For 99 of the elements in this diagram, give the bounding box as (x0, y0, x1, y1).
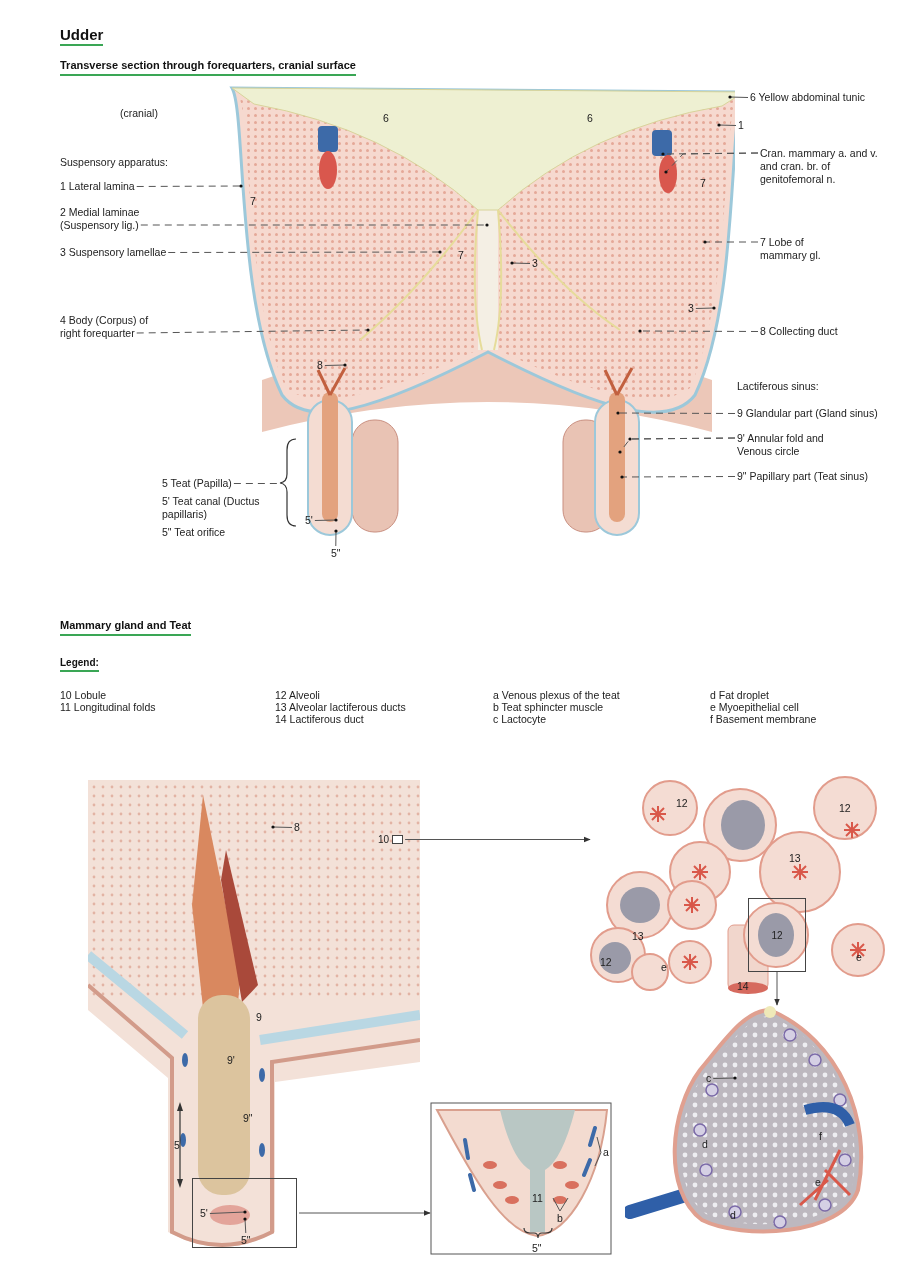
callout-number: e (661, 961, 667, 974)
callout-label: 5" (331, 547, 341, 560)
leader-line (233, 483, 280, 484)
callout-number: 5" (532, 1242, 542, 1255)
leader-line (559, 1197, 569, 1212)
leader-line (703, 240, 759, 244)
callout-label: 3 (688, 302, 694, 315)
callout-label: 3 (532, 257, 538, 270)
label-text: 11 Longitudinal folds (60, 701, 156, 714)
callout-label: 4 Body (Corpus) of right forequarter (60, 314, 160, 340)
label-text: c Lactocyte (493, 713, 547, 726)
leader-line (638, 329, 759, 333)
leader-line (728, 95, 749, 99)
callout-label: 8 Collecting duct (760, 325, 838, 338)
callout-label: 5' (305, 514, 313, 527)
zoom-frame (192, 1178, 297, 1248)
callout-label: 5" (241, 1234, 251, 1247)
callout-number: 12 (676, 797, 688, 810)
callout-number: 7 (250, 195, 256, 208)
callout-number: 6 (383, 112, 389, 125)
callout-label: 5 Teat (Papilla) (162, 477, 232, 490)
callout-number: 10 (378, 833, 390, 847)
callout-label: b (557, 1212, 563, 1225)
callout-label: 9" Papillary part (Teat sinus) (737, 470, 868, 483)
label-text: a Venous plexus of the teat (493, 689, 620, 702)
leader-line (510, 261, 531, 265)
callout-number: 12 (771, 928, 783, 943)
leader-line (334, 529, 338, 547)
callout-number: 5 (174, 1139, 180, 1152)
callout-number: d (730, 1209, 736, 1222)
arrow (774, 971, 780, 1006)
label-text: Lactiferous sinus: (737, 380, 819, 393)
label-text: 5" Teat orifice (162, 526, 226, 539)
callout-number: d (702, 1138, 708, 1151)
leader-line (717, 123, 737, 127)
leader-line (712, 1076, 737, 1080)
leader-line (243, 1217, 247, 1234)
callout-label: 9' Annular fold and Venous circle (737, 432, 849, 458)
arrow (298, 1210, 431, 1216)
callout-label: 3 Suspensory lamellae (60, 246, 167, 259)
leader-line (314, 518, 338, 522)
callout-number: 13 (789, 852, 801, 865)
leader-line (620, 475, 736, 479)
callout-label: a (603, 1146, 609, 1159)
label-text: 12 Alveoli (275, 689, 320, 702)
callout-number: 14 (737, 980, 749, 993)
callout-number: e (856, 951, 862, 964)
leader-line (552, 1197, 561, 1212)
leader-line (167, 250, 442, 254)
label-text: e Myoepithelial cell (710, 701, 799, 714)
leader-line (324, 363, 347, 367)
callout-number: 12 (600, 956, 612, 969)
callout-label: 1 (738, 119, 744, 132)
title: Udder (60, 26, 104, 46)
leader-line (594, 1152, 602, 1167)
callout-number: 6 (587, 112, 593, 125)
callout-label: 8 (294, 821, 300, 834)
leader-line (596, 1136, 602, 1153)
callout-number: 9' (227, 1054, 235, 1067)
callout-label: 7 Lobe of mammary gl. (760, 236, 824, 262)
leader-line (140, 223, 489, 227)
callout-number: f (819, 1130, 822, 1143)
section-heading: Mammary gland and Teat (60, 617, 192, 636)
label-text: 10 Lobule (60, 689, 107, 702)
leader-line (695, 306, 716, 310)
callout-number: 13 (632, 930, 644, 943)
callout-number: 11 (532, 1192, 543, 1205)
callout-number: 9 (256, 1011, 262, 1024)
section-heading: Transverse section through forequarters, cranial surface (60, 57, 356, 76)
callout-number: e (815, 1176, 821, 1189)
label-text: b Teat sphincter muscle (493, 701, 604, 714)
callout-label: 5' (200, 1207, 208, 1220)
callout-number: 12 (839, 802, 851, 815)
label-text: f Basement membrane (710, 713, 817, 726)
leader-line (136, 328, 370, 334)
leader-line (616, 411, 736, 415)
leader-line (664, 152, 759, 174)
callout-number: 7 (458, 249, 464, 262)
label-text: 13 Alveolar lactiferous ducts (275, 701, 406, 714)
label-text: (cranial) (120, 107, 158, 120)
callout-label: c (706, 1072, 712, 1085)
callout-label: 1 Lateral lamina (60, 180, 135, 193)
label-text: Suspensory apparatus: (60, 156, 168, 169)
leader-line (271, 825, 293, 829)
callout-label: 2 Medial laminae (Suspensory lig.) (60, 206, 178, 232)
callout-label: 6 Yellow abdominal tunic (750, 91, 865, 104)
leader-line (136, 184, 243, 188)
callout-label: 8 (317, 359, 323, 372)
callout-number: 9" (243, 1112, 253, 1125)
label-text: 5' Teat canal (Ductus papillaris) (162, 495, 261, 521)
arrow (404, 836, 591, 843)
callout-label: 9 Glandular part (Gland sinus) (737, 407, 878, 420)
leader-line (618, 437, 736, 454)
zoom-frame (748, 898, 806, 972)
callout-label: Cran. mammary a. and v. and cran. br. of genitofemoral n. (760, 147, 880, 186)
label-text: d Fat droplet (710, 689, 769, 702)
callout-number: 7 (700, 177, 706, 190)
section-heading: Legend: (60, 655, 99, 672)
label-text: 14 Lactiferous duct (275, 713, 364, 726)
